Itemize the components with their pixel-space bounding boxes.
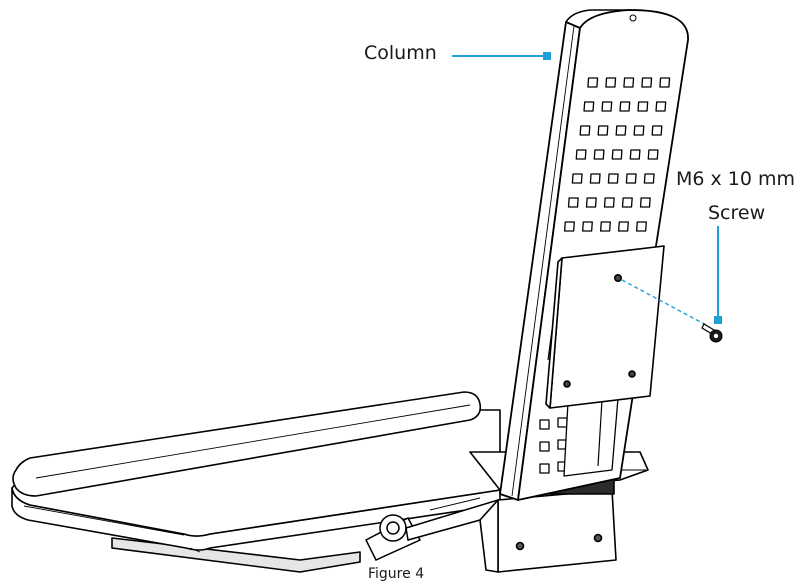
screw-part: [621, 279, 723, 343]
vent-slot: [633, 125, 645, 136]
vent-slot: [593, 149, 605, 160]
vent-slot: [603, 197, 615, 208]
ventilation-slots: [539, 77, 671, 474]
label-screw-spec: M6 x 10 mm: [676, 168, 796, 190]
vent-slot: [641, 77, 653, 88]
vent-slot: [581, 221, 593, 232]
vent-slot: [647, 149, 659, 160]
label-screw: Screw: [708, 202, 766, 224]
vent-slot: [639, 197, 651, 208]
vent-slot: [617, 221, 629, 232]
hinge-bolt: [365, 497, 499, 561]
vent-slot: [567, 197, 579, 208]
vent-slot: [607, 173, 619, 184]
vent-slot: [583, 101, 595, 112]
vent-slot: [601, 101, 613, 112]
vent-slot: [619, 101, 631, 112]
vent-slot: [643, 173, 655, 184]
vent-slot: [597, 125, 609, 136]
vent-slot: [563, 221, 575, 232]
vent-slot: [589, 173, 601, 184]
vent-slot: [621, 197, 633, 208]
vent-slot: [575, 149, 587, 160]
vent-slot: [651, 125, 663, 136]
label-column: Column: [364, 42, 437, 64]
vent-slot: [539, 419, 550, 430]
vent-slot: [629, 149, 641, 160]
vent-slot: [615, 125, 627, 136]
vent-slot: [599, 221, 611, 232]
vent-slot: [539, 441, 550, 452]
vent-slot: [579, 125, 591, 136]
figure-caption: Figure 4: [368, 566, 425, 582]
vent-slot: [585, 197, 597, 208]
column-base-block: [479, 477, 617, 573]
vent-slot: [571, 173, 583, 184]
vent-slot: [637, 101, 649, 112]
callouts: [452, 52, 722, 324]
vent-slot: [587, 77, 599, 88]
vent-slot: [557, 417, 568, 428]
vent-slot: [635, 221, 647, 232]
vent-slot: [655, 101, 667, 112]
vent-slot: [623, 77, 635, 88]
vent-slot: [539, 463, 550, 474]
vent-slot: [605, 77, 617, 88]
vent-slot: [611, 149, 623, 160]
vent-slot: [659, 77, 671, 88]
vent-slot: [625, 173, 637, 184]
mounting-plate: [545, 245, 665, 409]
